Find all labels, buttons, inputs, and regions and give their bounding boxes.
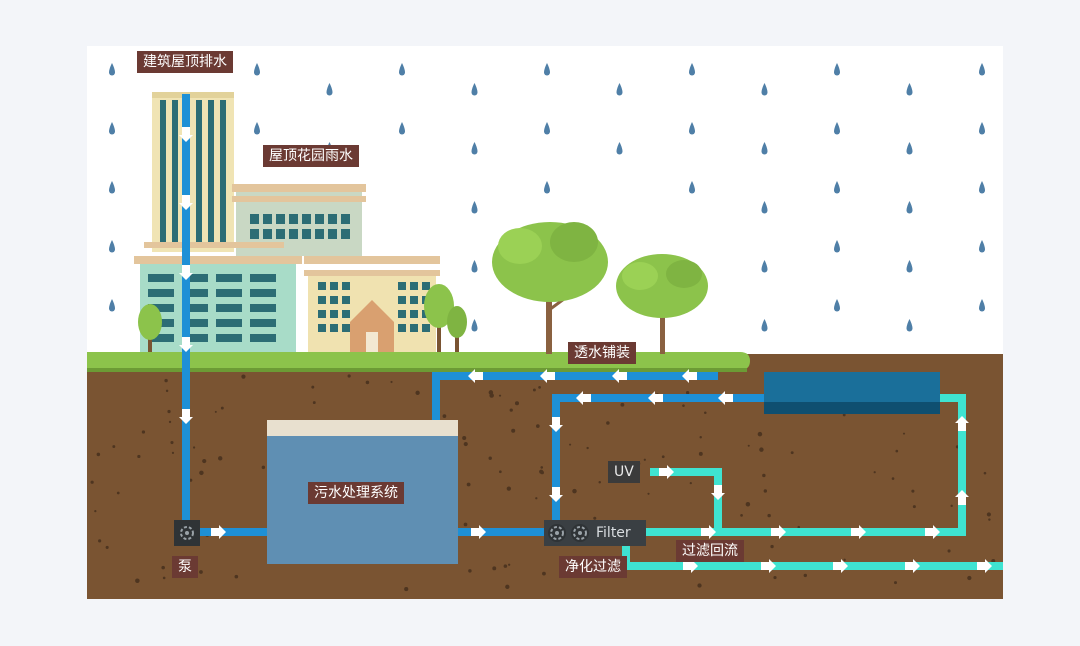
tree-large [492,222,608,354]
label-roof-drain: 建筑屋顶排水 [137,51,233,73]
label-purify-filter: 净化过滤 [559,556,627,578]
label-filter-return: 过滤回流 [676,540,744,562]
filter-gear-icon [547,523,567,543]
tree-medium [616,254,708,354]
tree-small-left [138,304,162,352]
mid-building [232,184,366,256]
right-building [304,256,440,352]
left-building [134,242,302,352]
filter-unit [544,520,646,546]
label-roof-garden: 屋顶花园雨水 [263,145,359,167]
filter-text: Filter [596,525,631,541]
tall-building [152,92,234,252]
tree-small-right [424,284,467,352]
pump-icon [174,520,200,546]
uv-unit-label: UV [608,461,640,483]
label-sewage-system: 污水处理系统 [308,482,404,504]
label-permeable-paving: 透水铺装 [568,342,636,364]
filter-gear-icon [570,523,590,543]
label-pump: 泵 [172,556,198,578]
